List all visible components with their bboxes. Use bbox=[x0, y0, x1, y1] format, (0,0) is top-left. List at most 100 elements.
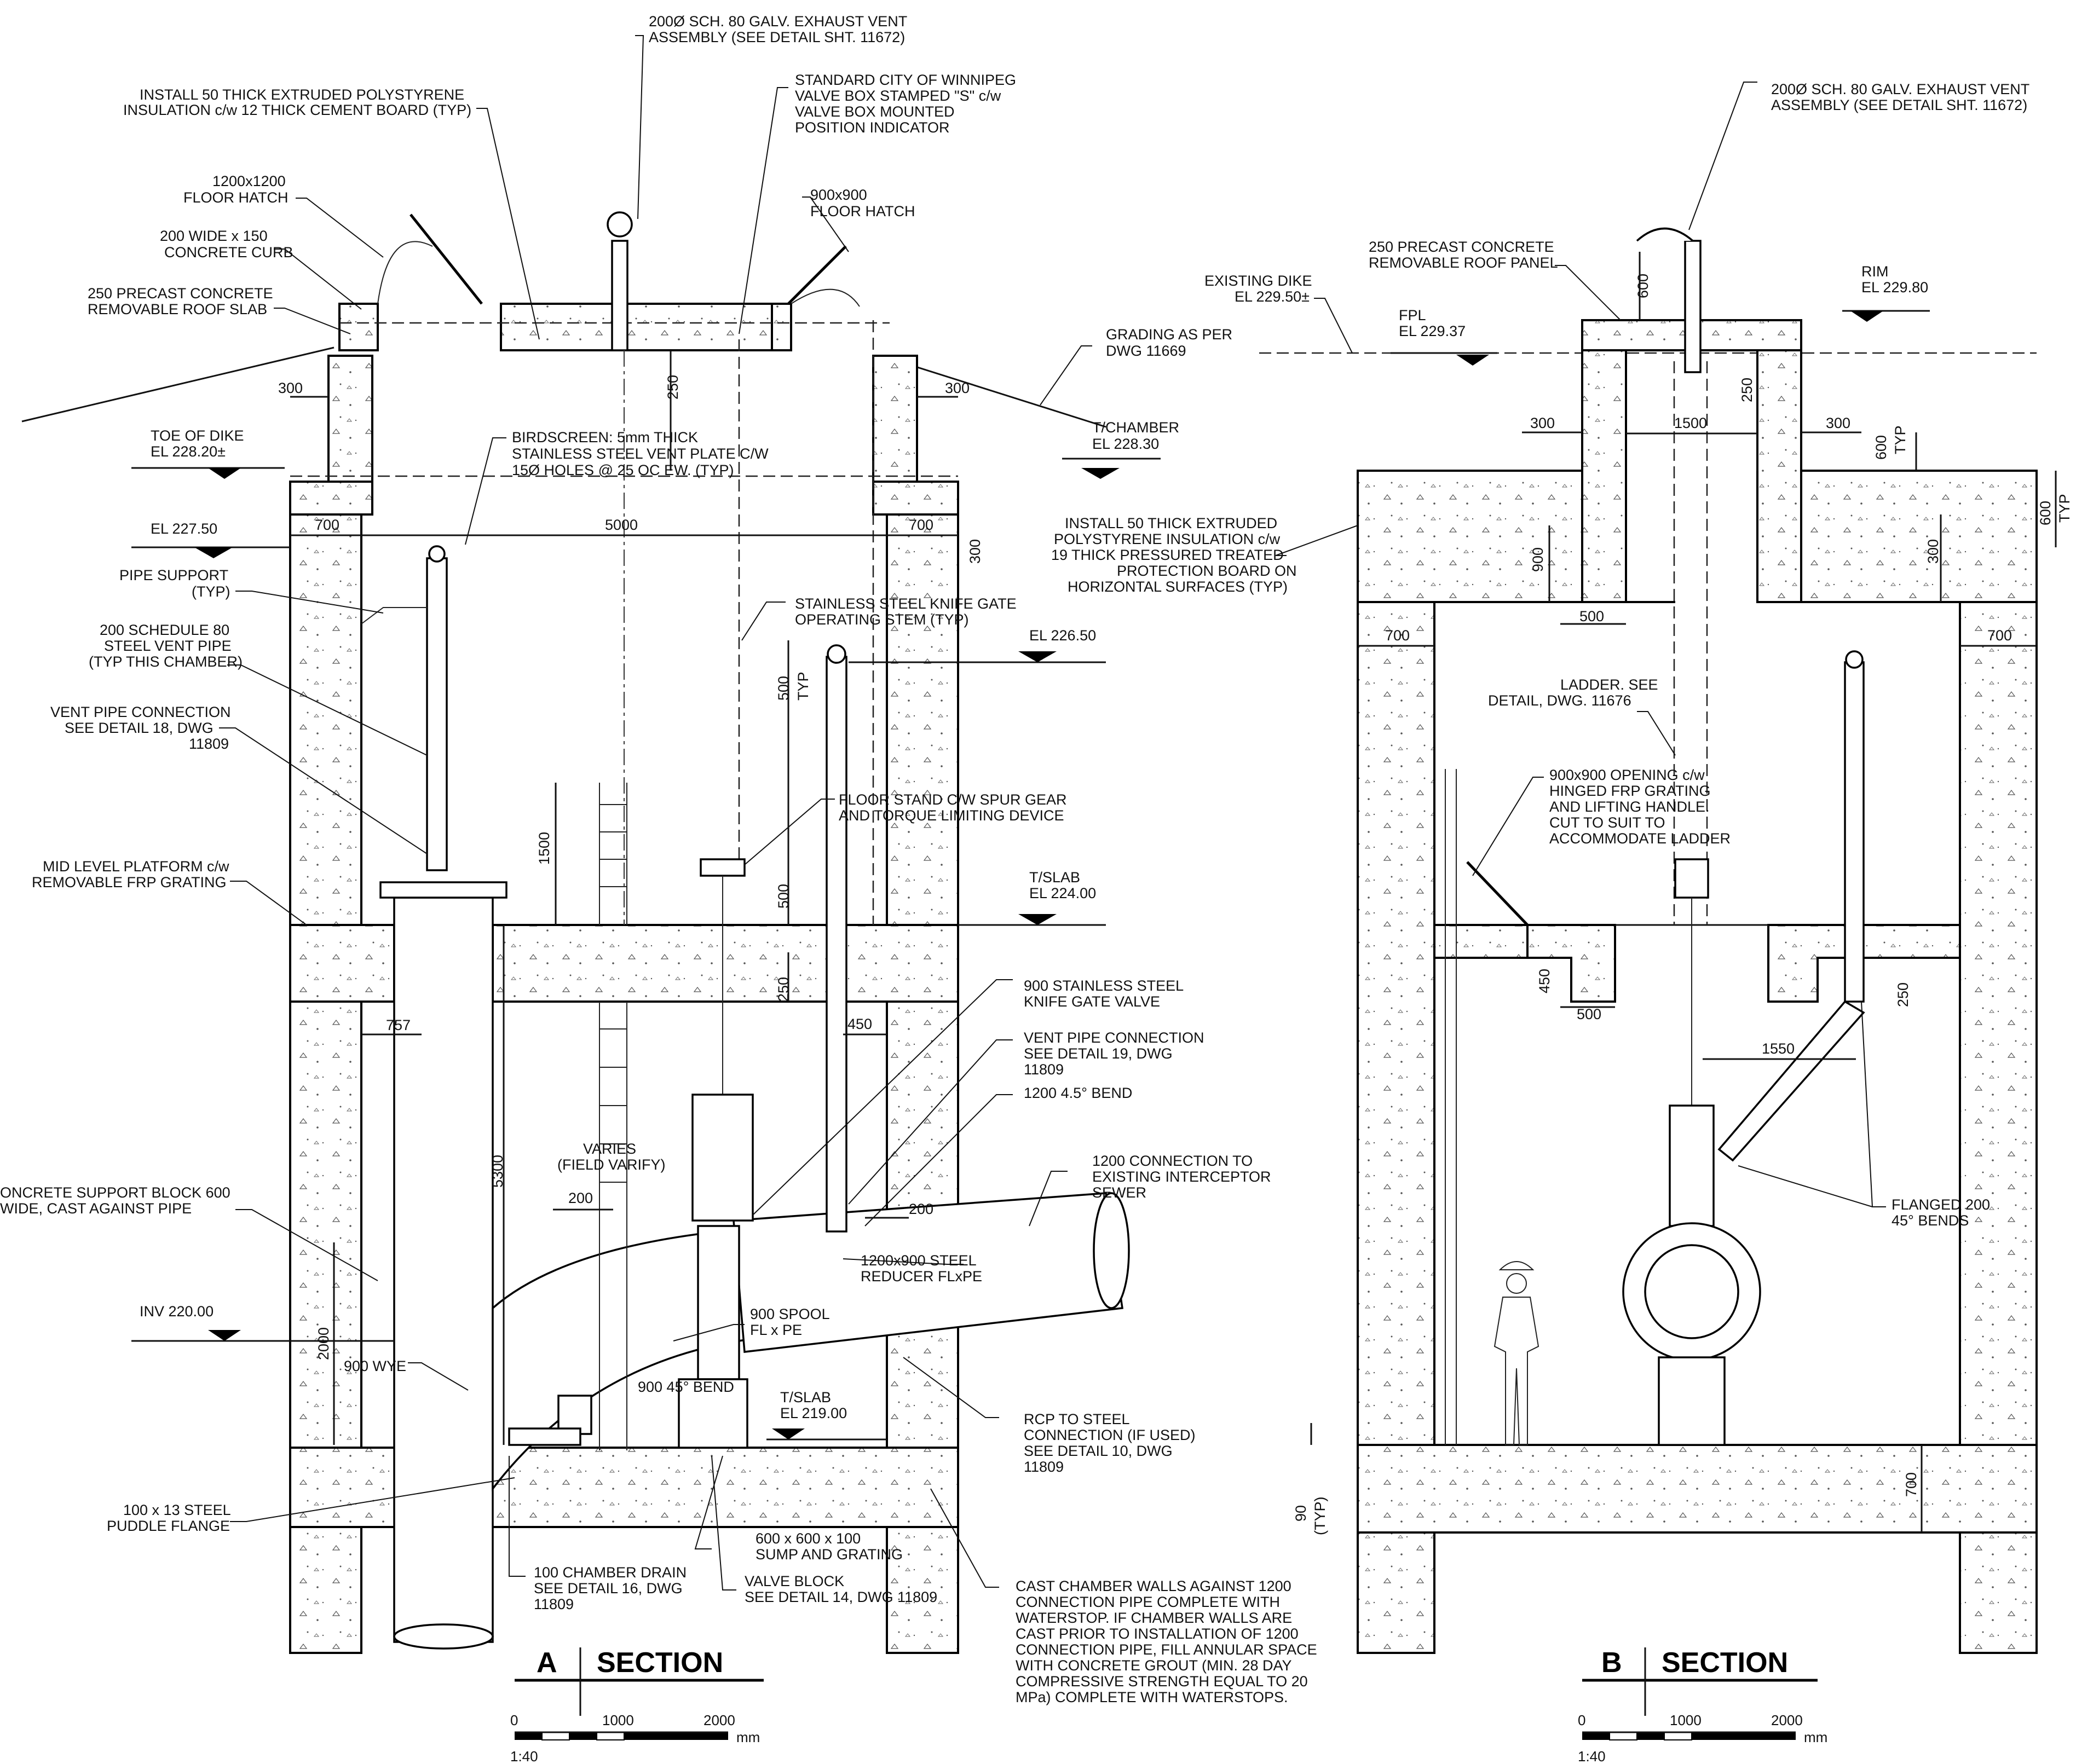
top-ledge-right bbox=[872, 481, 959, 516]
leader-sump bbox=[694, 1455, 723, 1549]
dim-b-1550: 1550 bbox=[1762, 1040, 1795, 1057]
label-b-insulation-5: HORIZONTAL SURFACES (TYP) bbox=[1068, 579, 1288, 595]
pipe-flange-top bbox=[379, 881, 508, 899]
leader-b-dike bbox=[1314, 298, 1353, 354]
label-pipe-support-2: (TYP) bbox=[192, 583, 230, 600]
leader-knife-stem bbox=[741, 602, 786, 641]
leader-support-block bbox=[235, 1209, 378, 1281]
wall-right-upper bbox=[886, 513, 959, 926]
dim-b-600-typ: 600 bbox=[1873, 435, 1889, 460]
footing-left bbox=[289, 1526, 362, 1654]
footing-b-right bbox=[1959, 1531, 2038, 1654]
vertical-pipe-900 bbox=[393, 897, 494, 1643]
label-conn-1200-1: 1200 CONNECTION TO bbox=[1092, 1153, 1253, 1169]
label-exhaust-vent-2: ASSEMBLY (SEE DETAIL SHT. 11672) bbox=[649, 29, 905, 45]
label-spool-1: 900 SPOOL bbox=[750, 1306, 830, 1322]
label-b-exhaust-1: 200Ø SCH. 80 GALV. EXHAUST VENT bbox=[1771, 81, 2029, 97]
label-rcp-2: CONNECTION (IF USED) bbox=[1024, 1427, 1196, 1443]
hatch-door-left bbox=[410, 213, 483, 305]
label-b-flanged-1: FLANGED 200 bbox=[1892, 1196, 1990, 1213]
upper-wall-left bbox=[327, 355, 373, 483]
label-vent-conn-19-2: SEE DETAIL 19, DWG bbox=[1024, 1045, 1173, 1062]
wall-left-upper bbox=[289, 513, 362, 926]
label-knife-stem-1: STAINLESS STEEL KNIFE GATE bbox=[795, 595, 1017, 612]
hatch-door-right bbox=[787, 245, 847, 305]
dim-b-300: 300 bbox=[1925, 539, 1941, 564]
scale-b-unit: mm bbox=[1804, 1729, 1827, 1745]
leader-b-flanged-2 bbox=[1861, 1001, 1886, 1207]
ladder-b-lower bbox=[1445, 769, 1457, 1445]
label-reducer-2: REDUCER FLxPE bbox=[861, 1268, 982, 1285]
dim-b-300-r: 300 bbox=[1826, 415, 1850, 431]
section-a-word: SECTION bbox=[597, 1647, 723, 1679]
upper-wall-right bbox=[872, 355, 918, 483]
leader-vent-pipe bbox=[227, 664, 428, 756]
grade-line-right bbox=[889, 357, 1106, 428]
label-valve-box-2: VALVE BOX STAMPED "S" c/w bbox=[795, 88, 1001, 104]
elevation-224-00 bbox=[958, 914, 1106, 926]
label-valve-box-1: STANDARD CITY OF WINNIPEG bbox=[795, 72, 1016, 88]
dim-b-500-a: 500 bbox=[1579, 608, 1604, 624]
elevation-inv-220 bbox=[131, 1330, 394, 1342]
label-cast-walls-5: CONNECTION PIPE, FILL ANNULAR SPACE bbox=[1016, 1641, 1317, 1658]
label-vent-conn-18-2: SEE DETAIL 18, DWG bbox=[65, 720, 214, 736]
dim-500-typ: 500 bbox=[775, 676, 792, 701]
floor-stand-b bbox=[1674, 858, 1709, 899]
label-cast-walls-6: WITH CONCRETE GROUT (MIN. 28 DAY bbox=[1016, 1657, 1292, 1674]
label-support-block-2: WIDE, CAST AGAINST PIPE bbox=[0, 1200, 192, 1217]
label-insulation-1: INSTALL 50 THICK EXTRUDED POLYSTYRENE bbox=[140, 86, 464, 103]
dim-b-600-typ2: 600 bbox=[2037, 501, 2054, 525]
vent-pipe-right bbox=[826, 656, 847, 1233]
top-ledge-left bbox=[289, 481, 373, 516]
section-b-letter: B bbox=[1601, 1647, 1622, 1679]
connection-pipe-end bbox=[1093, 1192, 1130, 1309]
drain-pump-base bbox=[508, 1427, 581, 1446]
section-a: 200Ø SCH. 80 GALV. EXHAUST VENT ASSEMBLY… bbox=[0, 13, 1317, 1764]
label-curb-1: 200 WIDE x 150 bbox=[160, 228, 268, 244]
valve-yoke-b bbox=[1669, 1104, 1715, 1227]
section-b: 200Ø SCH. 80 GALV. EXHAUST VENT ASSEMBLY… bbox=[1051, 81, 2073, 1764]
leader-birdscreen bbox=[465, 437, 506, 545]
dim-b-600: 600 bbox=[1635, 274, 1651, 298]
label-b-ladder-1: LADDER. SEE bbox=[1560, 676, 1658, 693]
elevation-toe-of-dike bbox=[131, 467, 285, 479]
label-b-rim-2: EL 229.80 bbox=[1861, 279, 1928, 296]
scale-a-tick-0: 0 bbox=[510, 1712, 518, 1728]
label-cast-walls-2: CONNECTION PIPE COMPLETE WITH bbox=[1016, 1594, 1280, 1610]
ladder-lower bbox=[599, 1002, 627, 1450]
label-b-dike-2: EL 229.50± bbox=[1235, 288, 1310, 305]
scale-b-tick-1: 1000 bbox=[1670, 1712, 1702, 1728]
label-b-dike-1: EXISTING DIKE bbox=[1204, 273, 1312, 289]
label-drain-1: 100 CHAMBER DRAIN bbox=[534, 1564, 687, 1581]
elevation-219 bbox=[766, 1428, 887, 1441]
dim-b-250-b: 250 bbox=[1895, 982, 1911, 1007]
leader-rcp bbox=[903, 1357, 999, 1418]
scale-a-unit: mm bbox=[736, 1729, 760, 1745]
label-insulation-2: INSULATION c/w 12 THICK CEMENT BOARD (TY… bbox=[123, 102, 471, 118]
label-sump-1: 600 x 600 x 100 bbox=[756, 1530, 861, 1547]
knife-gate-valve bbox=[691, 1094, 754, 1222]
leader-puddle bbox=[230, 1477, 515, 1522]
label-b-opening-4: CUT TO SUIT TO bbox=[1549, 814, 1665, 831]
leader-curb bbox=[274, 248, 362, 310]
label-floor-stand-2: AND TORQUE LIMITING DEVICE bbox=[839, 807, 1064, 824]
label-t-chamber-2: EL 228.30 bbox=[1092, 436, 1159, 452]
dim-250-top: 250 bbox=[665, 375, 681, 400]
label-inv: INV 220.00 bbox=[140, 1303, 214, 1320]
section-b-word: SECTION bbox=[1662, 1647, 1788, 1679]
label-b-rim-1: RIM bbox=[1861, 263, 1889, 280]
scale-b-ratio: 1:40 bbox=[1578, 1748, 1606, 1764]
leader-pipe-support bbox=[235, 591, 384, 614]
pipe-support-bracket bbox=[361, 607, 427, 624]
dim-b-1500: 1500 bbox=[1674, 415, 1707, 431]
label-b-opening-5: ACCOMMODATE LADDER bbox=[1549, 830, 1731, 847]
label-toe-of-dike-2: EL 228.20± bbox=[151, 443, 226, 460]
dim-b-700-bot: 700 bbox=[1903, 1472, 1919, 1497]
grade-line-left bbox=[21, 346, 335, 423]
leader-vent-conn-19 bbox=[848, 1039, 1013, 1205]
leader-roof-slab bbox=[274, 308, 351, 334]
dim-b-typ-3: (TYP) bbox=[1312, 1497, 1328, 1536]
label-vent-pipe-3: (TYP THIS CHAMBER) bbox=[89, 653, 243, 670]
leader-valve-box bbox=[739, 87, 788, 334]
